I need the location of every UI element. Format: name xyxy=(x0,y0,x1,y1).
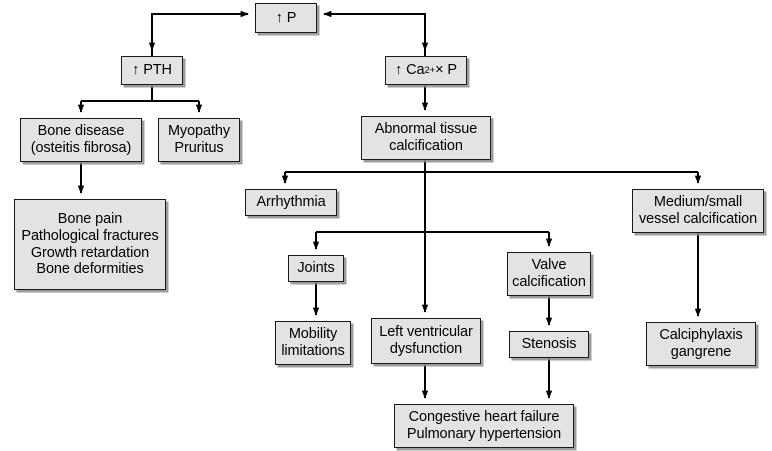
node-left-ventricular-dysfunction[interactable]: Left ventricular dysfunction xyxy=(371,318,481,364)
node-increased-pth[interactable]: ↑ PTH xyxy=(121,56,183,85)
node-stenosis[interactable]: Stenosis xyxy=(509,331,589,358)
node-calciphylaxis-gangrene[interactable]: Calciphylaxis gangrene xyxy=(646,322,756,366)
edge-pth-to-p xyxy=(151,10,249,56)
edge-caxp-to-p xyxy=(323,10,426,56)
node-joints[interactable]: Joints xyxy=(288,255,344,282)
node-arrhythmia[interactable]: Arrhythmia xyxy=(245,189,337,216)
node-abnormal-tissue-calcification[interactable]: Abnormal tissue calcification xyxy=(361,116,491,160)
node-mobility-limitations[interactable]: Mobility limitations xyxy=(275,321,351,365)
node-myopathy-pruritus[interactable]: Myopathy Pruritus xyxy=(158,118,240,162)
node-medium-small-vessel-calcification[interactable]: Medium/small vessel calcification xyxy=(632,189,764,233)
node-valve-calcification[interactable]: Valve calcification xyxy=(507,252,591,296)
node-increased-phosphate[interactable]: ↑ P xyxy=(255,3,317,33)
node-bone-disease[interactable]: Bone disease (osteitis fibrosa) xyxy=(20,118,142,162)
node-congestive-heart-failure[interactable]: Congestive heart failure Pulmonary hyper… xyxy=(394,404,574,448)
node-bone-symptoms[interactable]: Bone pain Pathological fractures Growth … xyxy=(14,199,166,290)
